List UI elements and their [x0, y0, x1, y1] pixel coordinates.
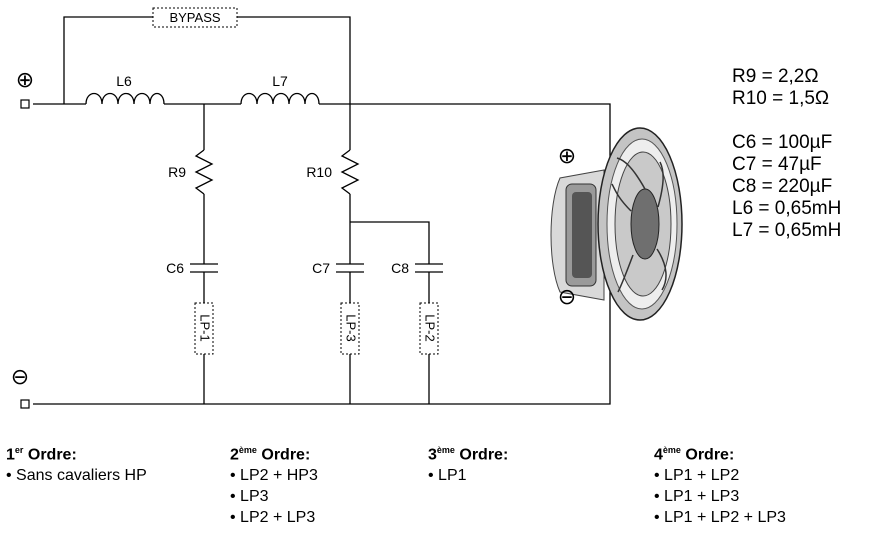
value-r10: R10 = 1,5Ω	[732, 88, 830, 109]
resistor-r10	[340, 149, 360, 195]
order-1-heading: 1er Ordre:	[6, 440, 147, 465]
value-c8: C8 = 220µF	[732, 176, 833, 197]
bypass-wire-right	[237, 16, 351, 104]
input-terminal-positive	[20, 99, 30, 109]
bypass-jumper	[152, 7, 238, 28]
order-4-number: 4	[654, 446, 663, 464]
order-4-label: Ordre:	[680, 446, 735, 464]
component-values: R9 = 2,2Ω R10 = 1,5Ω C6 = 100µF C7 = 47µ…	[732, 66, 841, 242]
resistor-r9	[194, 149, 214, 195]
jumper-lp3-label: LP-3	[344, 314, 359, 341]
order-2-heading: 2ème Ordre:	[230, 440, 318, 465]
speaker-woofer-image	[550, 127, 683, 321]
order-4-item: LP1 + LP2 + LP3	[654, 507, 786, 528]
value-c6: C6 = 100µF	[732, 132, 833, 153]
input-plus-symbol: ⊕	[16, 68, 34, 93]
bypass-wire	[63, 16, 153, 104]
inductor-l6-label: L6	[116, 73, 132, 89]
inductor-l6	[85, 92, 165, 105]
order-3-heading: 3ème Ordre:	[428, 440, 508, 465]
order-2-item: LP2 + HP3	[230, 465, 318, 486]
value-l6: L6 = 0,65mH	[732, 198, 842, 219]
order-2-item: LP2 + LP3	[230, 507, 318, 528]
order-1-number: 1	[6, 446, 15, 464]
order-3-label: Ordre:	[454, 446, 509, 464]
order-1-label: Ordre:	[23, 446, 77, 464]
speaker-minus-symbol: ⊖	[558, 285, 576, 310]
bypass-label: BYPASS	[169, 10, 220, 25]
jumper-lp1	[194, 302, 214, 355]
order-3-block: 3ème Ordre: LP1	[428, 440, 508, 486]
order-1-suffix: er	[14, 445, 24, 455]
values-spacer	[732, 110, 841, 132]
capacitor-c6-label: C6	[166, 260, 184, 276]
value-r9: R9 = 2,2Ω	[732, 66, 819, 87]
order-2-item: LP3	[230, 486, 318, 507]
inductor-l7	[240, 92, 320, 105]
resistor-r9-label: R9	[168, 164, 186, 180]
order-4-item: LP1 + LP2	[654, 465, 786, 486]
order-1-block: 1er Ordre: Sans cavaliers HP	[6, 440, 147, 486]
order-2-suffix: ème	[238, 445, 257, 455]
order-2-number: 2	[230, 446, 239, 464]
wire-to-c8	[350, 221, 430, 264]
jumper-lp1-label: LP-1	[198, 314, 213, 341]
order-2-label: Ordre:	[256, 446, 311, 464]
order-4-heading: 4ème Ordre:	[654, 440, 786, 465]
order-4-item: LP1 + LP3	[654, 486, 786, 507]
resistor-r10-label: R10	[306, 164, 332, 180]
order-4-suffix: ème	[662, 445, 681, 455]
order-1-item: Sans cavaliers HP	[6, 465, 147, 486]
value-c7: C7 = 47µF	[732, 154, 822, 175]
order-4-block: 4ème Ordre: LP1 + LP2 LP1 + LP3 LP1 + LP…	[654, 440, 786, 528]
order-2-block: 2ème Ordre: LP2 + HP3 LP3 LP2 + LP3	[230, 440, 318, 528]
inductor-l7-label: L7	[272, 73, 288, 89]
capacitor-c8-label: C8	[391, 260, 409, 276]
jumper-lp2	[419, 302, 439, 355]
jumper-lp3	[340, 302, 360, 355]
crossover-schematic: BYPASS LP-1 LP-3 LP-2 L6 L7 R9 R10 C6 C7…	[11, 7, 683, 409]
capacitor-c7-label: C7	[312, 260, 330, 276]
order-3-item: LP1	[428, 465, 508, 486]
input-minus-symbol: ⊖	[11, 365, 29, 390]
ground-wire	[33, 288, 611, 405]
input-terminal-negative	[20, 399, 30, 409]
jumper-lp2-label: LP-2	[423, 314, 438, 341]
order-3-suffix: ème	[436, 445, 455, 455]
order-3-number: 3	[428, 446, 437, 464]
value-l7: L7 = 0,65mH	[732, 220, 842, 241]
speaker-plus-symbol: ⊕	[558, 144, 576, 169]
